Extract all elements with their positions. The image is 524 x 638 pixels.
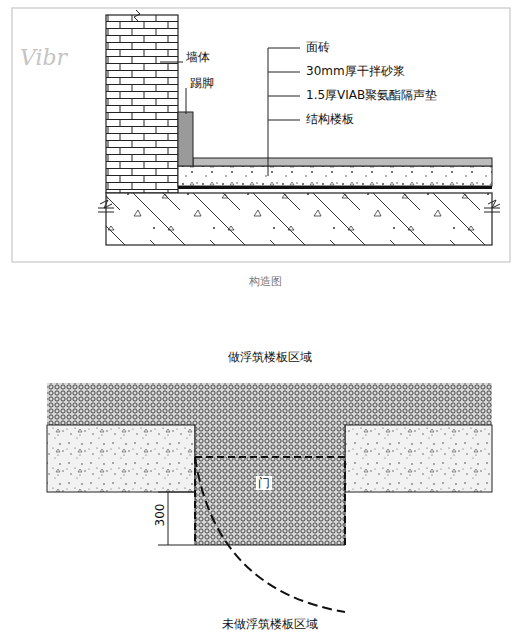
layer-label: 面砖 [306,40,330,54]
region-label: 做浮筑楼板区域 [228,350,312,364]
door-label: 门 [256,476,272,490]
part-label: 墙体 [186,50,210,64]
part-label: 踢脚 [190,76,214,90]
dimension: 300 [153,504,167,527]
layer-label: 结构楼板 [306,112,354,126]
watermark: Vibr [20,46,67,70]
region-label: 未做浮筑楼板区域 [222,617,318,631]
figure-caption: 构造图 [249,275,282,289]
layer-label: 1.5厚VIAB聚氨酯隔声垫 [306,88,437,102]
layer-label: 30mm厚干拌砂浆 [306,64,405,78]
